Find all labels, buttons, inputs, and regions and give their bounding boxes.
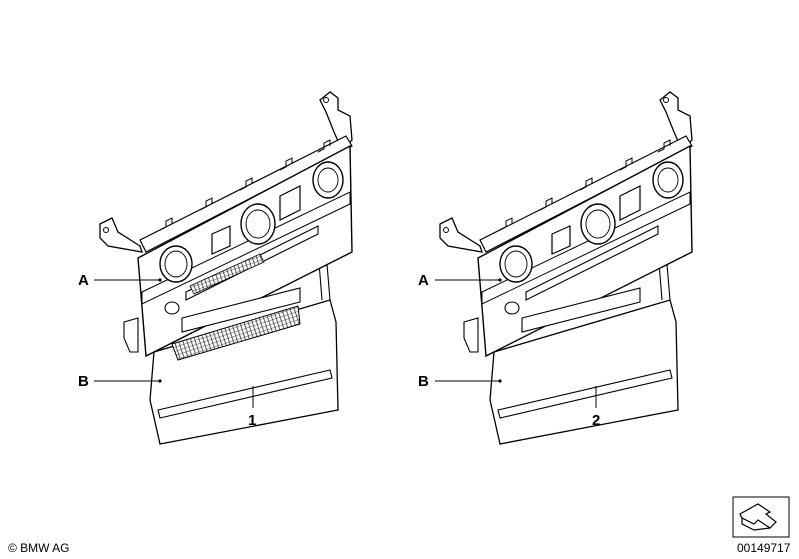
part-number-2: 2 bbox=[592, 412, 600, 429]
callout-a-2: A bbox=[418, 272, 429, 289]
assembly-2 bbox=[439, 91, 693, 445]
part-number-1: 1 bbox=[248, 412, 256, 429]
assembly-1 bbox=[99, 91, 353, 445]
callout-b-2: B bbox=[418, 373, 429, 390]
copyright-text: © BMW AG bbox=[8, 541, 70, 555]
callout-b-1: B bbox=[78, 373, 89, 390]
diagram-id: 00149717 bbox=[737, 541, 791, 555]
fold-arrow-icon bbox=[732, 496, 790, 538]
storage-grille bbox=[171, 305, 301, 361]
callout-a-1: A bbox=[78, 272, 89, 289]
